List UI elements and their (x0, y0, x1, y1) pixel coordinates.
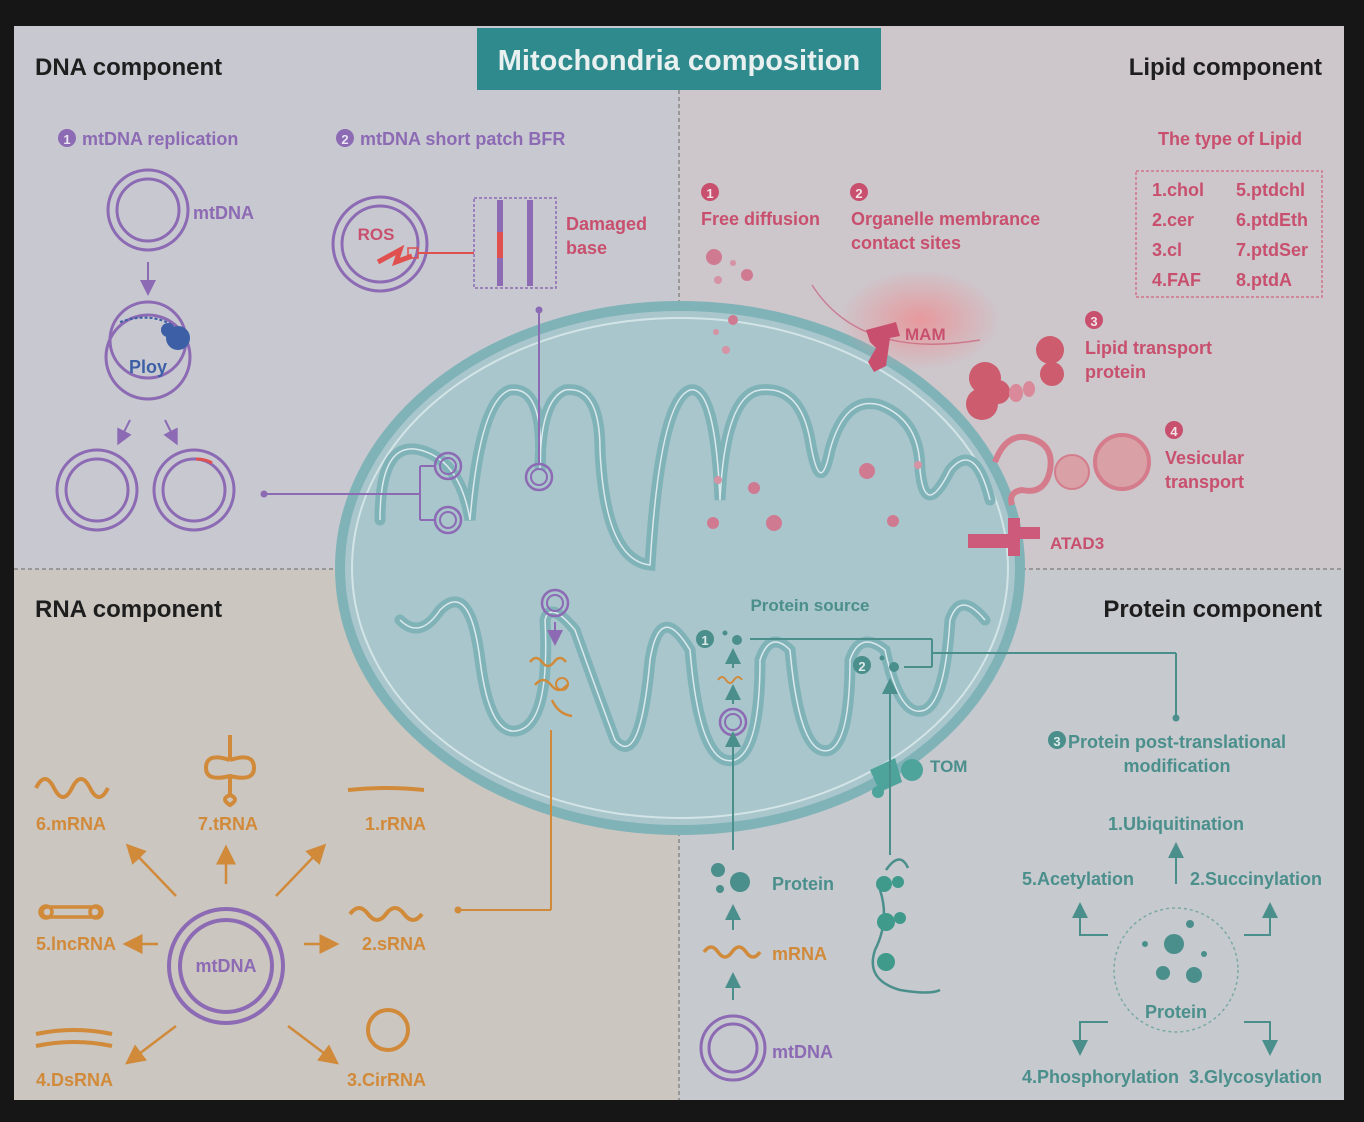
lipid-type-title: The type of Lipid (1158, 129, 1302, 149)
rna-center-label: mtDNA (196, 956, 257, 976)
mrna-label: mRNA (772, 944, 827, 964)
protein-src2-num: 2 (858, 659, 865, 674)
lipid-step1-num: 1 (706, 186, 713, 201)
lipid-step4-line2: transport (1165, 472, 1244, 492)
title-banner (477, 28, 881, 90)
rna-type-1: 1.rRNA (365, 814, 426, 834)
lipid-step4-num: 4 (1170, 424, 1178, 439)
mtdna-label: mtDNA (193, 203, 254, 223)
dna-step2-num: 2 (341, 132, 348, 147)
atad3-protein-icon (968, 518, 1040, 556)
ptm-center-label: Protein (1145, 1002, 1207, 1022)
lipid-heading: Lipid component (1129, 54, 1322, 81)
protein-source-label: Protein source (750, 596, 869, 615)
dna-step1-num: 1 (63, 132, 70, 147)
ptm-line1: Protein post-translational (1068, 732, 1286, 752)
mam-label: MAM (905, 325, 946, 344)
ptm-num: 3 (1053, 734, 1060, 749)
lipid-step3-line2: protein (1085, 362, 1146, 382)
lipid-step2-line1: Organelle membrance (851, 209, 1040, 229)
lipid-type-4: 4.FAF (1152, 270, 1201, 290)
ros-label: ROS (358, 225, 395, 244)
circrna-icon (366, 1008, 410, 1052)
lipid-type-5: 5.ptdchl (1236, 180, 1305, 200)
precursor-chain-icon (871, 858, 941, 994)
lipid-step3-num: 3 (1090, 314, 1097, 329)
lipid-transport-protein-icon (966, 336, 1064, 420)
lipid-type-3: 3.cl (1152, 240, 1182, 260)
dna-step2-label: mtDNA short patch BFR (360, 129, 565, 149)
lipid-section: The type of Lipid 1.chol 2.cer 3.cl 4.FA… (701, 129, 1323, 556)
mrna-icon (34, 777, 110, 799)
lipid-step3-line1: Lipid transport (1085, 338, 1212, 358)
mam-protein-icon (866, 322, 900, 372)
protein-heading: Protein component (1103, 596, 1322, 623)
trna-icon (203, 735, 257, 808)
lipid-type-8: 8.ptdA (1236, 270, 1292, 290)
lipid-step1-label: Free diffusion (701, 209, 820, 229)
atad3-label: ATAD3 (1050, 534, 1104, 553)
lipid-type-box (1135, 170, 1323, 298)
rna-type-5: 5.lncRNA (36, 934, 116, 954)
protein-src1-num: 1 (701, 633, 708, 648)
ptm-line2: modification (1124, 756, 1231, 776)
ptm-type-3: 3.Glycosylation (1189, 1067, 1322, 1087)
lipid-step2-line2: contact sites (851, 233, 961, 253)
tom-protein-icon (870, 758, 923, 798)
lipid-step4-line1: Vesicular (1165, 448, 1244, 468)
dna-step1-label: mtDNA replication (82, 129, 238, 149)
ptm-type-2: 2.Succinylation (1190, 869, 1322, 889)
lncrna-icon (38, 904, 104, 920)
mitochondrion (335, 301, 1025, 835)
mrna-wave-icon (702, 945, 762, 959)
ptm-type-1: 1.Ubiquitination (1108, 814, 1244, 834)
rna-type-7: 7.tRNA (198, 814, 258, 834)
rna-type-6: 6.mRNA (36, 814, 106, 834)
mtdna-circle (106, 168, 190, 252)
mam-glow (840, 270, 1000, 370)
dna-replication: 1 mtDNA replication mtDNA Ploy (55, 129, 463, 535)
lipid-type-7: 7.ptdSer (1236, 240, 1308, 260)
damaged-label-2: base (566, 238, 607, 258)
ros-bolt-icon (376, 244, 413, 267)
rna-heading: RNA component (35, 596, 222, 623)
page-title: Mitochondria composition (498, 45, 861, 77)
damaged-base-box (473, 197, 557, 289)
dsrna-icon (35, 1028, 113, 1048)
vesicle-icon (992, 433, 1151, 506)
ptm-type-4: 4.Phosphorylation (1022, 1067, 1179, 1087)
protein-label: Protein (772, 874, 834, 894)
srna-icon (348, 906, 424, 922)
dna-heading: DNA component (35, 54, 222, 81)
rna-section: mtDNA 6.mRNA 7.tRNA 1.rRNA 5.lncRNA 2.sR… (34, 588, 573, 1090)
lipid-type-1: 1.chol (1152, 180, 1204, 200)
ploy-label: Ploy (129, 357, 167, 377)
dna-patch-bfr: 2 mtDNA short patch BFR ROS Damaged base (331, 129, 647, 492)
rna-type-2: 2.sRNA (362, 934, 426, 954)
ptm-type-5: 5.Acetylation (1022, 869, 1134, 889)
protein-mtdna-label: mtDNA (772, 1042, 833, 1062)
damaged-label-1: Damaged (566, 214, 647, 234)
rna-type-3: 3.CirRNA (347, 1070, 426, 1090)
rrna-icon (347, 786, 425, 792)
protein-section: Protein source 1 2 TOM Protein (696, 596, 1322, 1087)
lipid-type-6: 6.ptdEth (1236, 210, 1308, 230)
rna-type-4: 4.DsRNA (36, 1070, 113, 1090)
lipid-step2-num: 2 (855, 186, 862, 201)
lipid-type-2: 2.cer (1152, 210, 1194, 230)
tom-label: TOM (930, 757, 967, 776)
